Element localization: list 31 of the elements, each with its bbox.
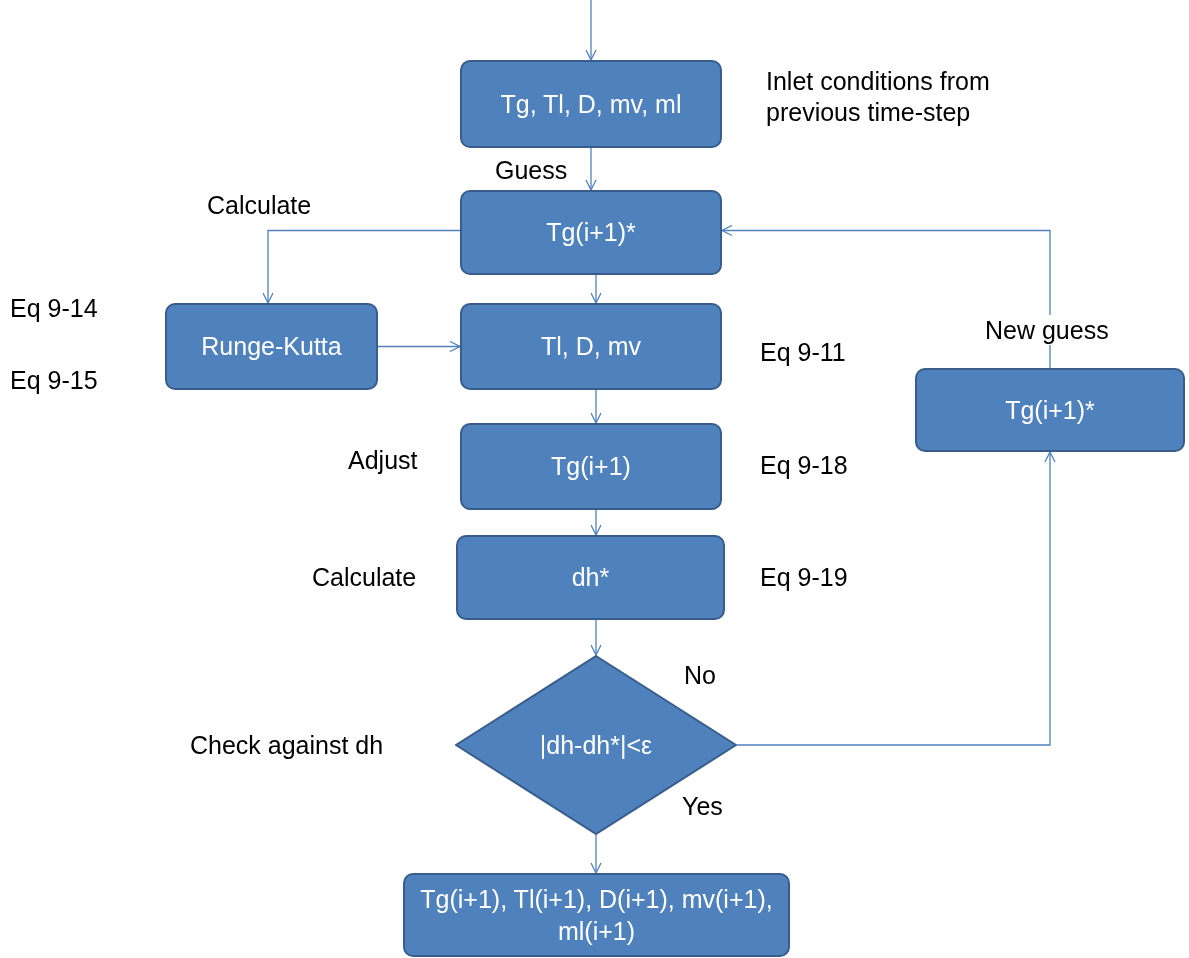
process-box (460, 303, 722, 390)
decision-diamond (455, 655, 737, 835)
node-label: Tg(i+1)* (1004, 394, 1096, 426)
node-label: dh* (570, 562, 611, 594)
process-box (456, 535, 725, 620)
arrow (590, 619, 602, 656)
arrow (585, 0, 597, 61)
node-label: |dh-dh*|<ε (538, 729, 654, 761)
node-note: Inlet conditions from previous time-step (766, 66, 991, 129)
node-label: Tg(i+1)* (545, 217, 637, 249)
process-box (460, 423, 722, 510)
process-box (460, 60, 722, 148)
process-box (165, 303, 378, 390)
node-label: Tl, D, mv (540, 331, 642, 363)
node-label: Tg(i+1), Tl(i+1), D(i+1), mv(i+1), ml(i+1) (419, 883, 774, 947)
arrow (585, 147, 597, 191)
node-label: Tg(i+1) (550, 451, 632, 483)
arrow (590, 274, 602, 304)
annotation-label: New guess (985, 315, 1109, 345)
arrow (721, 224, 1051, 369)
process-box (460, 190, 722, 275)
node-label: Tg, Tl, D, mv, ml (499, 88, 683, 120)
arrow (590, 389, 602, 424)
arrow (590, 509, 602, 536)
arrow (262, 229, 461, 304)
arrow (377, 340, 461, 353)
arrow (590, 834, 602, 874)
node-label: Runge-Kutta (200, 331, 343, 363)
process-box (915, 368, 1185, 452)
process-box (403, 873, 790, 957)
arrow (736, 451, 1056, 746)
